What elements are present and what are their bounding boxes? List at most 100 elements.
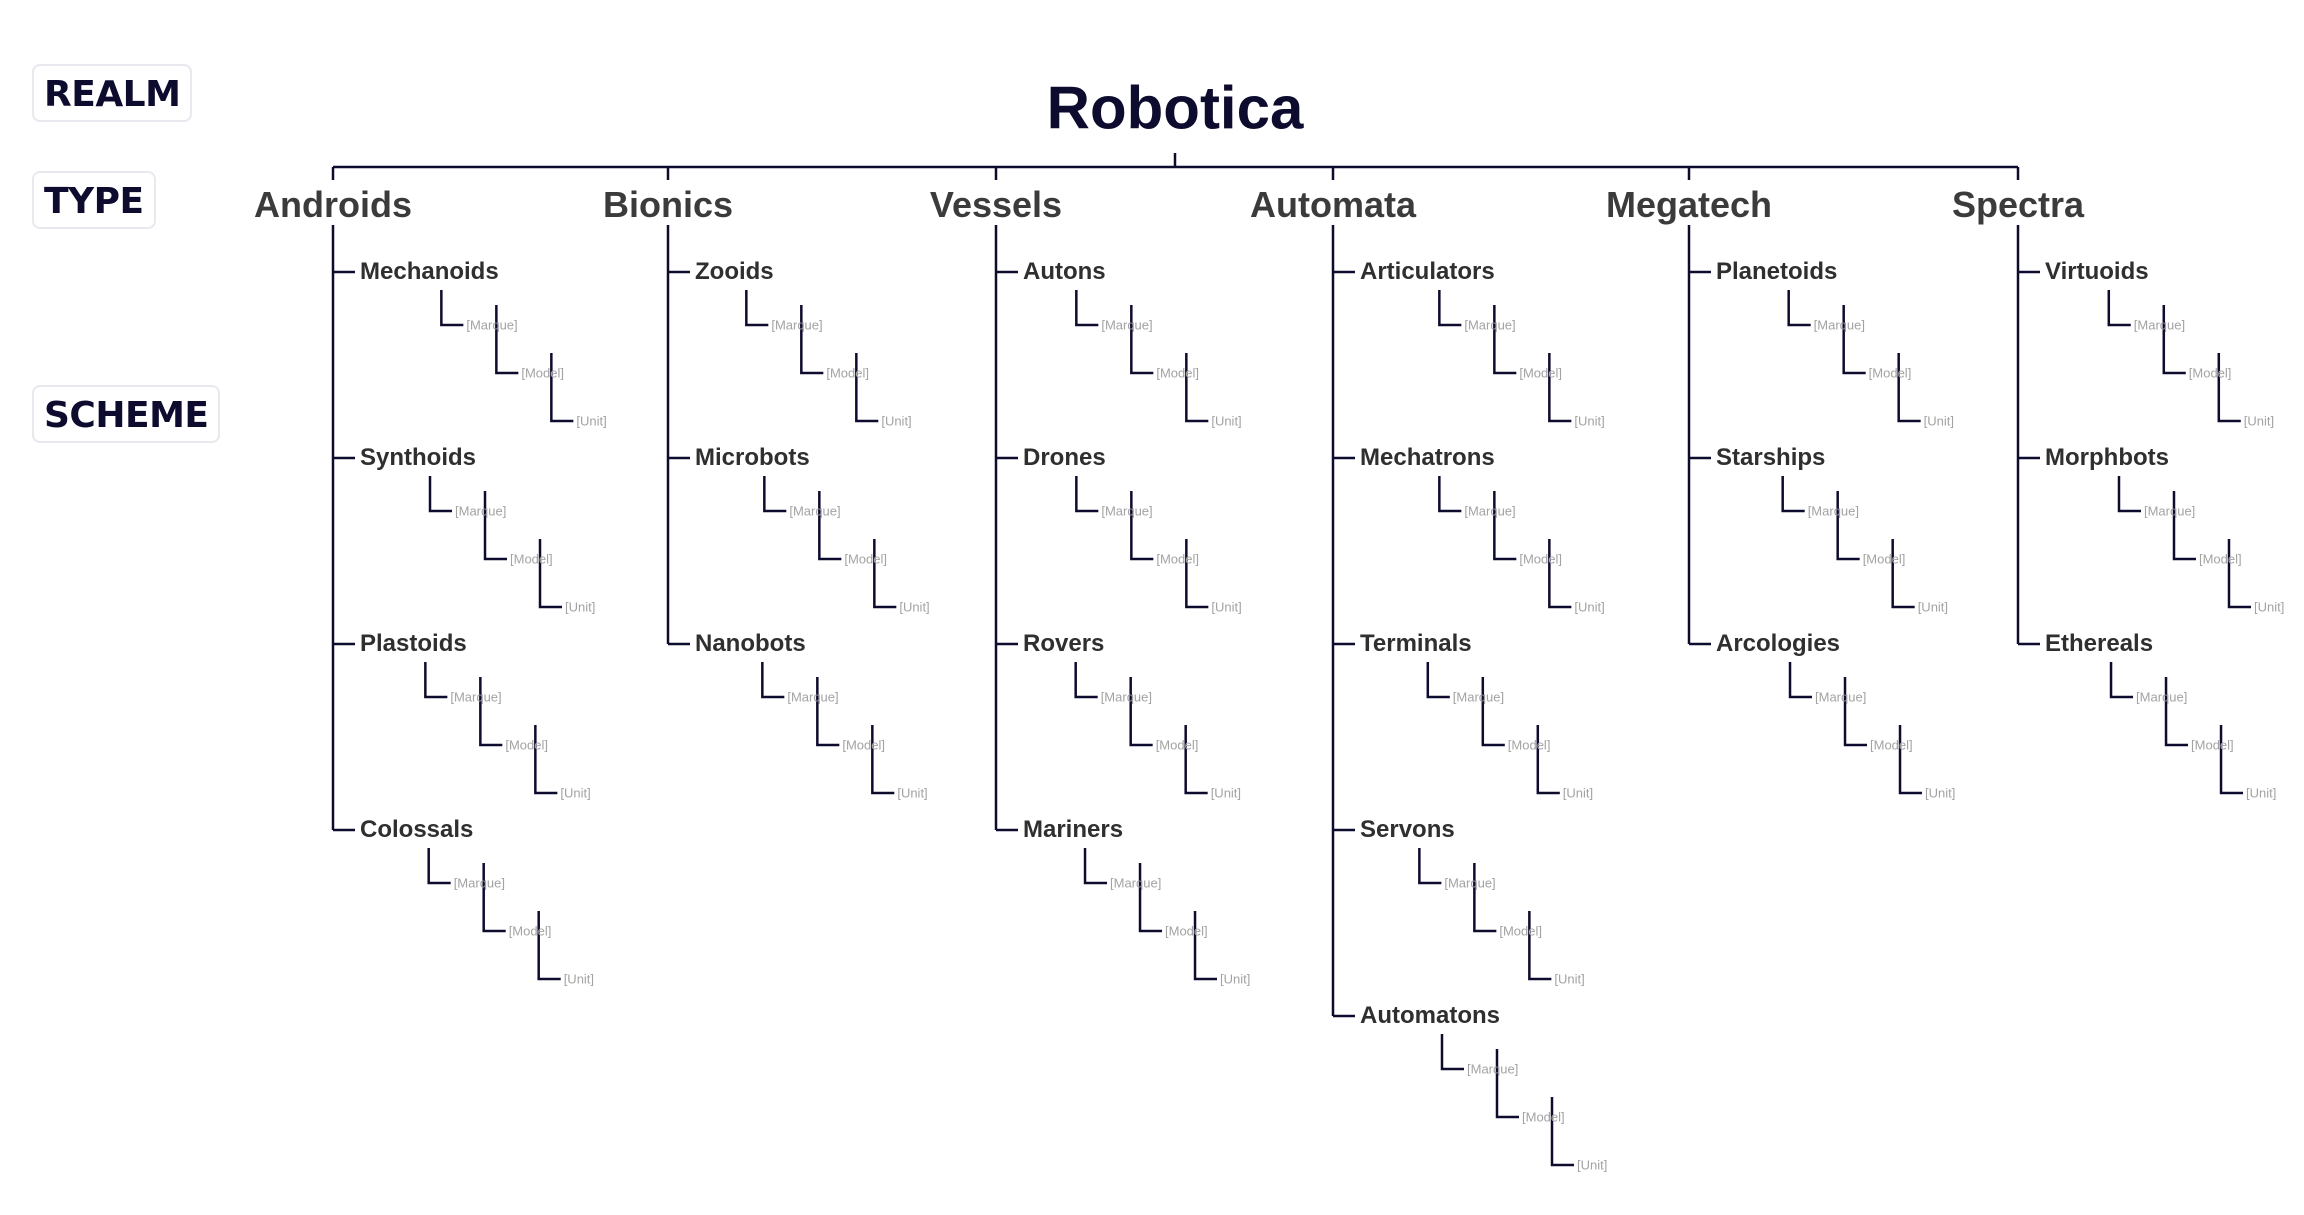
leaf-label-unit: [Unit]	[899, 599, 930, 615]
leaf-label-model: [Model]	[1519, 551, 1562, 567]
leaf-connector-line	[428, 476, 453, 513]
leaf-connector-line	[1842, 305, 1866, 375]
leaf-connector-line	[1548, 539, 1572, 609]
leaf-label-unit: [Unit]	[1211, 599, 1242, 615]
leaf-connector-line	[537, 911, 561, 981]
leaf-connector-line	[1493, 491, 1517, 561]
leaf-connector-line	[1185, 539, 1209, 609]
leaf-label-unit: [Unit]	[1577, 1157, 1608, 1173]
leaf-label-unit: [Unit]	[2246, 785, 2277, 801]
leaf-label-unit: [Unit]	[1574, 413, 1605, 429]
scheme-label-zooids: Zooids	[695, 258, 774, 285]
leaf-label-model: [Model]	[842, 737, 885, 753]
type-label-bionics: Bionics	[602, 184, 734, 225]
leaf-connector-line	[2164, 677, 2189, 747]
scheme-label-microbots: Microbots	[695, 444, 810, 471]
leaf-label-unit: [Unit]	[1925, 785, 1956, 801]
leaf-connector-line	[745, 290, 769, 327]
leaf-label-marque: [Marque]	[466, 317, 518, 333]
leaf-label-marque: [Marque]	[1813, 317, 1865, 333]
leaf-label-model: [Model]	[1870, 737, 1913, 753]
leaf-label-unit: [Unit]	[560, 785, 591, 801]
leaf-connector-line	[1418, 848, 1442, 885]
leaf-connector-line	[1836, 491, 1860, 561]
scheme-label-autons: Autons	[1023, 258, 1106, 285]
scheme-label-servons: Servons	[1360, 816, 1455, 843]
type-label-megatech: Megatech	[1605, 184, 1773, 225]
scheme-label-synthoids: Synthoids	[360, 444, 477, 471]
leaf-connector-line	[1548, 353, 1572, 423]
leaf-connector-line	[427, 848, 451, 885]
leaf-connector-line	[1481, 677, 1505, 747]
leaf-connector-line	[2117, 476, 2141, 513]
leaf-label-marque: [Marque]	[1444, 875, 1496, 891]
scheme-label-planetoids: Planetoids	[1716, 258, 1838, 285]
leaf-connector-line	[1473, 863, 1497, 933]
leaf-label-model: [Model]	[1499, 923, 1542, 939]
leaf-connector-line	[2219, 725, 2244, 795]
type-label-automata: Automata	[1249, 184, 1417, 225]
leaf-label-unit: [Unit]	[1562, 785, 1594, 801]
leaf-connector-line	[2162, 305, 2186, 375]
leaf-label-marque: [Marque]	[1110, 875, 1162, 891]
scheme-label-terminals: Terminals	[1360, 630, 1472, 657]
type-label-androids: Androids	[254, 184, 412, 225]
leaf-label-marque: [Marque]	[1807, 503, 1859, 519]
scheme-label-mechatrons: Mechatrons	[1360, 444, 1495, 471]
leaf-connector-line	[534, 725, 558, 795]
leaf-connector-line	[1130, 305, 1154, 375]
leaf-label-unit: [Unit]	[897, 785, 928, 801]
leaf-label-model: [Model]	[1156, 551, 1199, 567]
leaf-connector-line	[1440, 1034, 1464, 1071]
leaf-connector-line	[424, 662, 448, 699]
leaf-connector-line	[2217, 353, 2241, 423]
scheme-label-mariners: Mariners	[1023, 816, 1124, 843]
leaf-label-marque: [Marque]	[1100, 689, 1152, 705]
scheme-label-articulators: Articulators	[1360, 258, 1495, 285]
leaf-label-unit: [Unit]	[1211, 413, 1242, 429]
leaf-connector-line	[2227, 539, 2251, 609]
leaf-connector-line	[761, 662, 785, 699]
leaf-connector-line	[1193, 911, 1218, 981]
leaf-label-unit: [Unit]	[881, 413, 912, 429]
leaf-connector-line	[818, 491, 842, 561]
leaf-connector-line	[763, 476, 787, 513]
leaf-connector-line	[1787, 290, 1811, 327]
leaf-label-model: [Model]	[1868, 365, 1912, 381]
scheme-label-automatons: Automatons	[1360, 1002, 1500, 1029]
leaf-connector-line	[440, 290, 464, 327]
scheme-label-colossals: Colossals	[360, 816, 474, 843]
leaf-label-marque: [Marque]	[1101, 503, 1153, 519]
leaf-connector-line	[479, 677, 503, 747]
leaf-label-unit: [Unit]	[565, 599, 596, 615]
leaf-connector-line	[550, 353, 574, 423]
leaf-connector-line	[800, 305, 824, 375]
leaf-connector-line	[1075, 476, 1099, 513]
leaf-label-model: [Model]	[1155, 737, 1199, 753]
leaf-label-marque: [Marque]	[1464, 503, 1516, 519]
leaf-connector-line	[482, 863, 506, 933]
leaf-label-marque: [Marque]	[2133, 317, 2186, 333]
leaf-label-model: [Model]	[826, 365, 869, 381]
leaf-label-unit: [Unit]	[1554, 971, 1585, 987]
leaf-connector-line	[1495, 1049, 1519, 1119]
leaf-connector-line	[1528, 911, 1552, 981]
root-title: Robotica	[1046, 74, 1304, 142]
leaf-label-unit: [Unit]	[2243, 413, 2275, 429]
leaf-label-marque: [Marque]	[2143, 503, 2196, 519]
leaf-label-marque: [Marque]	[789, 503, 841, 519]
leaf-label-marque: [Marque]	[455, 503, 507, 519]
leaf-label-marque: [Marque]	[1815, 689, 1867, 705]
leaf-label-unit: [Unit]	[563, 971, 595, 987]
leaf-label-model: [Model]	[521, 365, 564, 381]
scheme-label-starships: Starships	[1716, 444, 1826, 471]
leaf-connector-line	[1185, 353, 1209, 423]
leaf-connector-line	[1550, 1097, 1574, 1167]
scheme-label-arcologies: Arcologies	[1716, 630, 1841, 657]
scheme-label-morphbots: Morphbots	[2045, 444, 2169, 471]
leaf-connector-line	[873, 539, 897, 609]
leaf-label-marque: [Marque]	[2136, 689, 2188, 705]
leaf-connector-line	[483, 491, 508, 561]
